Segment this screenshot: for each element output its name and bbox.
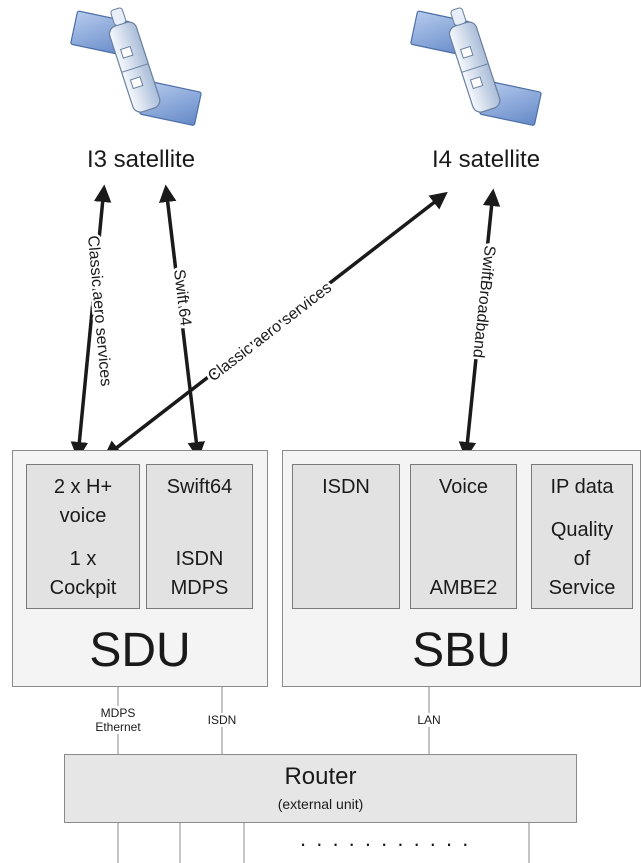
sdu-voice-box: 2 x H+ voice 1 x Cockpit [26,464,140,609]
sbu-voice-box: Voice AMBE2 [410,464,517,609]
arrow-i4-classic [103,191,448,459]
connection-label-lan: LAN [410,713,448,727]
sbu-ip-line2: Quality [550,519,614,541]
sbu-isdn-box: ISDN [292,464,400,609]
sbu-ip-line3: of [573,548,591,570]
sbu-ip-line1: IP data [550,476,614,498]
sdu-voice-line3: 1 x [69,548,97,570]
label-i4-classic: Classic aero services [205,279,335,385]
sdu-voice-line2: voice [59,505,107,527]
sbu-ip-line4: Service [548,577,616,599]
arrow-i4-broadband [458,188,501,460]
connection-label-mdps-line1: MDPS [100,706,136,720]
label-i4-broadband: SwiftBroadband [469,245,498,359]
sdu-swift-line1: Swift64 [166,476,233,498]
sdu-voice-line1: 2 x H+ [53,476,113,498]
sdu-unit: 2 x H+ voice 1 x Cockpit Swift64 ISDN MD… [12,450,268,687]
sdu-swift-line2: ISDN [175,548,224,570]
sdu-swift-line3: MDPS [170,577,229,599]
sbu-voice-line1: Voice [439,476,488,498]
router-ports-ellipsis: . . . . . . . . . . . [300,826,471,851]
arrow-i3-classic [70,184,112,460]
i4-satellite-icon [410,7,542,126]
label-i3-swift64: Swift 64 [170,268,194,327]
i3-satellite-icon [70,7,202,126]
i4-satellite-label: I4 satellite [432,146,541,173]
connection-label-mdps-line2: Ethernet [95,720,141,734]
sbu-ip-box: IP data Quality of Service [531,464,633,609]
router-title: Router [284,763,357,790]
sbu-unit: ISDN Voice AMBE2 IP data Quality of Serv… [282,450,641,687]
router-subtitle: (external unit) [277,796,364,812]
sbu-voice-line2: AMBE2 [429,577,498,599]
sdu-swift-box: Swift64 ISDN MDPS [146,464,253,609]
connection-label-mdps: MDPS Ethernet [80,706,156,734]
sbu-title: SBU [412,624,511,677]
router-unit: Router (external unit) [64,754,577,823]
sdu-voice-line4: Cockpit [49,577,117,599]
sbu-isdn-line1: ISDN [322,476,370,498]
sdu-title: SDU [89,624,191,677]
connection-label-isdn: ISDN [200,713,244,727]
i3-satellite-label: I3 satellite [87,146,196,173]
